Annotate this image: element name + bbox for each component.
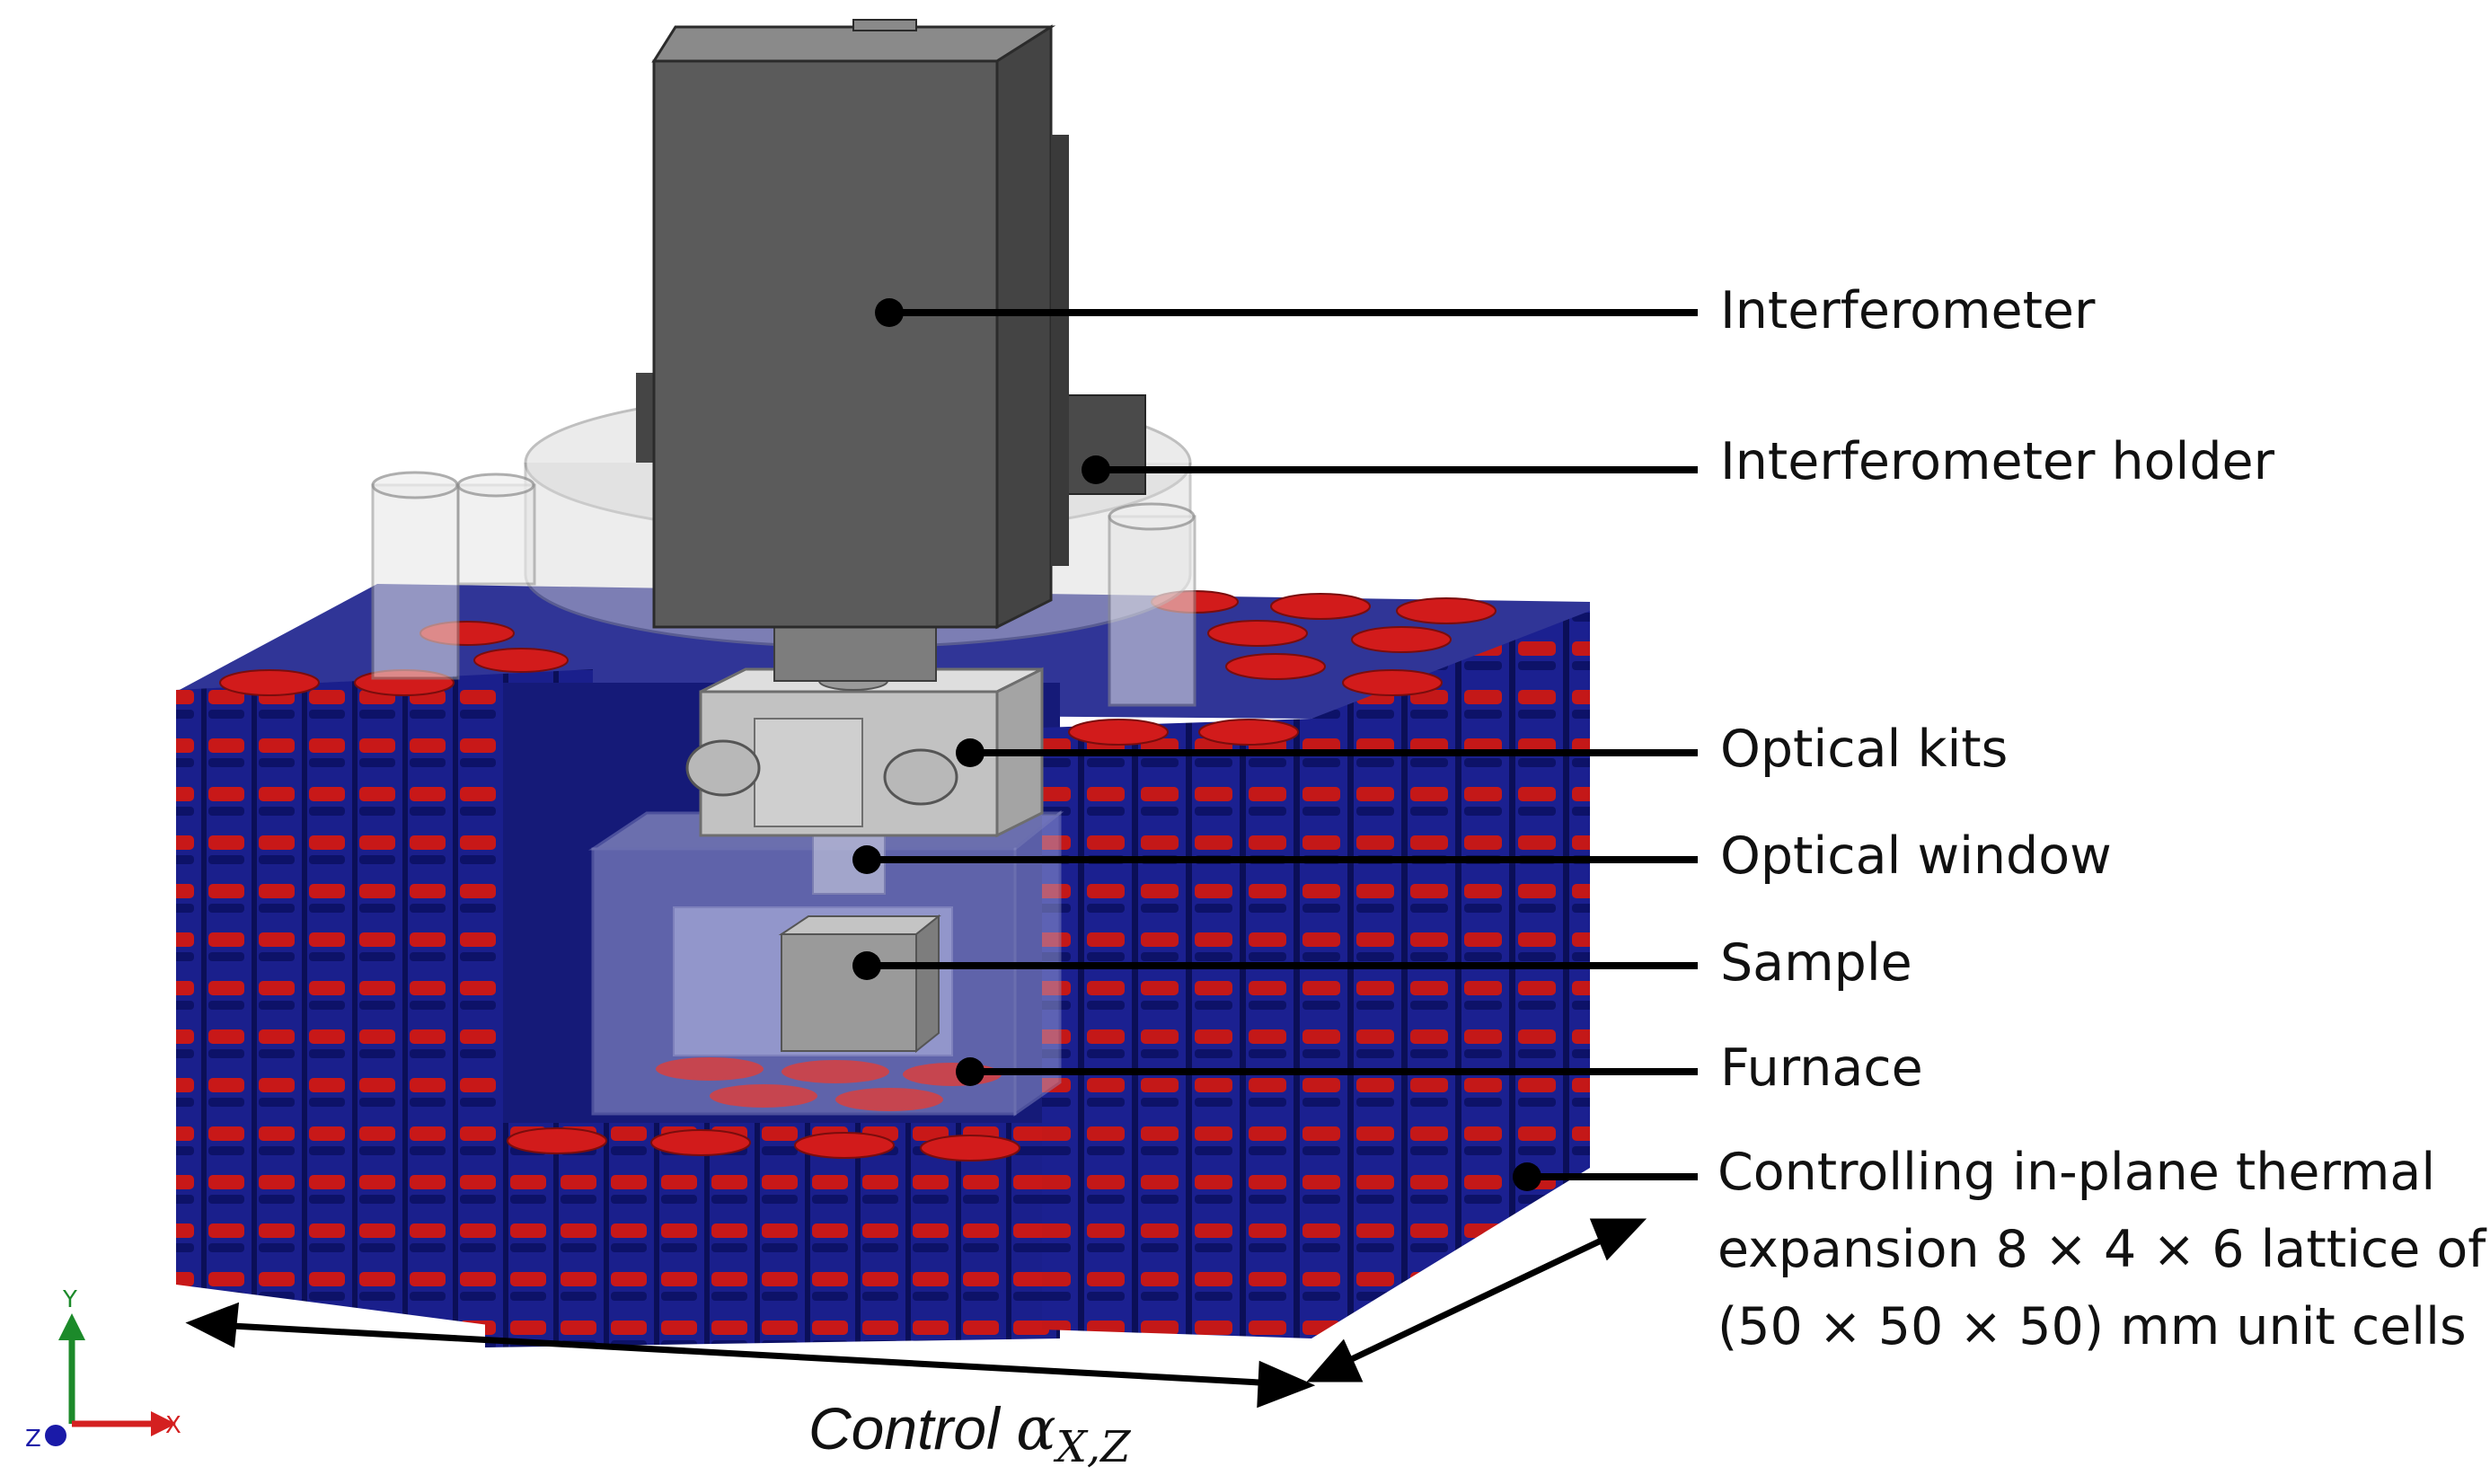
leader-lines xyxy=(867,309,1698,1180)
interferometer xyxy=(651,19,1069,682)
axis-z-label: Z xyxy=(25,1426,41,1453)
sample xyxy=(778,914,941,1054)
lattice-side-face xyxy=(1311,611,1590,1338)
axis-triad: Y X Z xyxy=(25,1286,181,1453)
control-text: Control xyxy=(808,1395,1017,1462)
label-optical-window: Optical window xyxy=(1720,826,2112,886)
label-furnace: Furnace xyxy=(1720,1038,1923,1098)
leader-dots xyxy=(852,298,1541,1191)
x-dimension-arrow xyxy=(215,1321,1276,1387)
alpha-subscript: X,Z xyxy=(1055,1422,1131,1473)
axis-x-label: X xyxy=(165,1412,181,1439)
axis-y-label: Y xyxy=(62,1286,77,1313)
dimension-arrows xyxy=(185,1218,1647,1409)
label-optical-kits: Optical kits xyxy=(1720,720,2009,779)
lattice-right-face xyxy=(1042,719,1311,1338)
label-lattice: Controlling in-plane thermal expansion 8… xyxy=(1717,1143,2486,1356)
control-alpha-label: Control αX,Z xyxy=(808,1394,1130,1472)
alpha-symbol: α xyxy=(1016,1394,1056,1463)
lattice-block xyxy=(176,584,1590,1347)
step-disks xyxy=(507,1127,1020,1162)
label-interferometer: Interferometer xyxy=(1720,281,2096,340)
label-interferometer-holder: Interferometer holder xyxy=(1720,432,2275,491)
z-dimension-arrow xyxy=(1337,1232,1614,1369)
lattice-lower-face xyxy=(485,1123,1060,1347)
label-sample: Sample xyxy=(1720,933,1912,993)
